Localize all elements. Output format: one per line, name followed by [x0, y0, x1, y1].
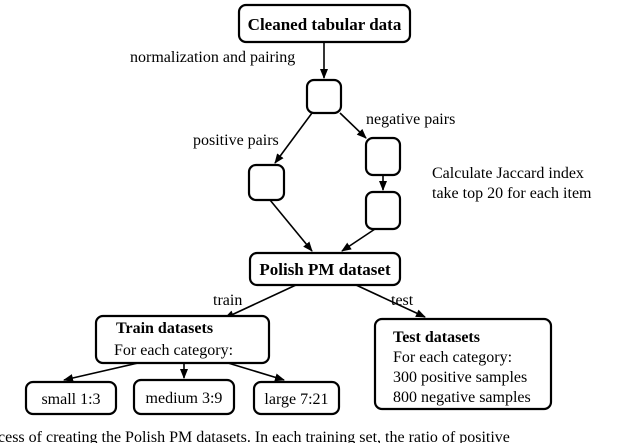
node-train-subtitle: For each category:: [114, 342, 233, 359]
edge-label-normalization: normalization and pairing: [130, 49, 295, 66]
node-cleaned-tabular-data: Cleaned tabular data: [237, 3, 412, 44]
edge-jaccard-to-polish: [341, 228, 376, 252]
edge-polish-to-test: [355, 284, 426, 318]
node-train-title: Train datasets: [116, 320, 213, 337]
node-large: large 7:21: [252, 380, 341, 416]
node-jaccard-filter: [364, 190, 402, 231]
node-train-datasets: Train datasets For each category:: [94, 314, 271, 365]
node-test-line3: 800 negative samples: [393, 389, 531, 406]
edge-split-to-negative: [339, 112, 367, 139]
node-negative-pairs: [364, 136, 402, 177]
edge-label-train: train: [213, 292, 242, 309]
edge-train-to-large: [227, 362, 285, 382]
node-medium: medium 3:9: [132, 378, 236, 416]
node-small-label: small 1:3: [41, 391, 100, 408]
node-pairing-split: [305, 78, 343, 115]
node-medium-label: medium 3:9: [146, 390, 223, 407]
edge-positive-to-polish: [269, 199, 313, 252]
node-test-line2: 300 positive samples: [393, 369, 527, 386]
figure-caption: cess of creating the Polish PM datasets.…: [0, 429, 510, 443]
edge-polish-to-train: [224, 284, 297, 319]
edge-train-to-small: [63, 362, 139, 382]
annotation-line1: Calculate Jaccard index: [432, 165, 584, 182]
node-polish-pm-dataset: Polish PM dataset: [248, 251, 402, 287]
node-positive-pairs: [247, 163, 286, 202]
edge-label-positive: positive pairs: [193, 132, 279, 149]
edge-split-to-positive: [274, 112, 313, 164]
node-large-label: large 7:21: [264, 391, 328, 408]
edge-label-test: test: [391, 292, 414, 309]
node-cleaned-label: Cleaned tabular data: [248, 15, 402, 34]
node-small: small 1:3: [24, 380, 118, 416]
edges: [63, 42, 426, 382]
annotation-line2: take top 20 for each item: [432, 185, 592, 202]
node-test-datasets: Test datasets For each category: 300 pos…: [373, 317, 553, 411]
node-test-line1: For each category:: [393, 349, 512, 366]
node-test-title: Test datasets: [393, 329, 480, 346]
edge-label-negative: negative pairs: [366, 111, 455, 128]
node-polish-label: Polish PM dataset: [259, 260, 391, 279]
